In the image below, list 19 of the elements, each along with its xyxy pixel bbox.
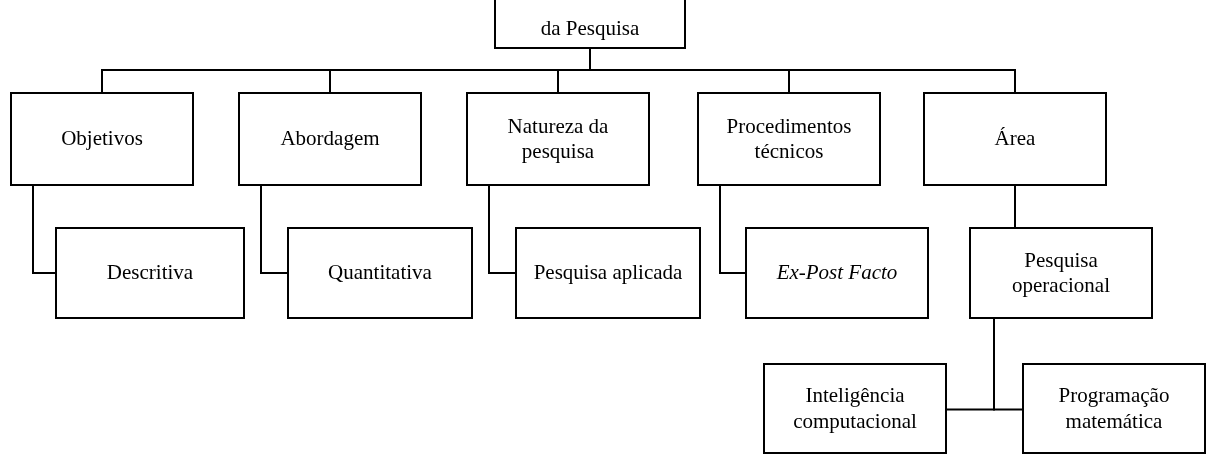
category-box: Inteligência computacional [763,363,947,454]
category-box: Procedimentos técnicos [697,92,881,186]
connector-line [488,185,516,274]
category-box: Descritiva [55,227,245,319]
category-box: Ex-Post Facto [745,227,929,319]
category-box: da Pesquisa [494,0,686,49]
connector-line [1014,185,1016,228]
connector-line [260,185,288,274]
category-box: Pesquisa operacional [969,227,1153,319]
category-box: Quantitativa [287,227,473,319]
category-box: Abordagem [238,92,422,186]
category-box: Programação matemática [1022,363,1206,454]
category-box: Pesquisa aplicada [515,227,701,319]
connector-line [32,185,56,274]
connector-line [993,318,1023,411]
category-box: Objetivos [10,92,194,186]
category-box: Área [923,92,1107,186]
connector-line [719,185,746,274]
category-box: Natureza da pesquisa [466,92,650,186]
